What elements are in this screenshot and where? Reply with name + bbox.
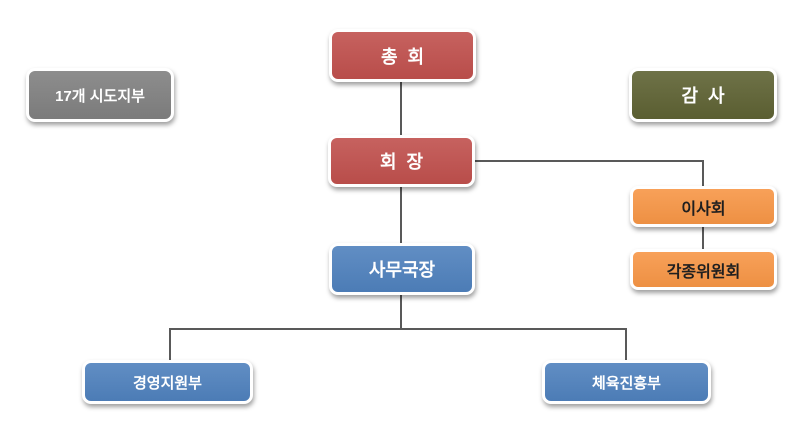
node-president-label: 회 장	[379, 152, 424, 172]
node-board-of-directors: 이사회	[630, 186, 777, 227]
node-president: 회 장	[328, 135, 475, 187]
node-general-assembly-label: 총 회	[380, 46, 425, 67]
node-sido-branches-label: 17개 시도지부	[55, 87, 145, 105]
connector-president-board	[472, 160, 704, 189]
node-various-committees: 각종위원회	[630, 249, 777, 290]
node-management-support-dept-label: 경영지원부	[132, 374, 202, 392]
node-various-committees-label: 각종위원회	[666, 263, 741, 281]
node-sido-branches: 17개 시도지부	[26, 68, 174, 122]
node-auditor: 감 사	[629, 68, 777, 122]
node-secretary-general: 사무국장	[329, 243, 475, 295]
node-board-of-directors-label: 이사회	[681, 200, 726, 218]
node-general-assembly: 총 회	[329, 29, 476, 82]
node-management-support-dept: 경영지원부	[82, 360, 253, 404]
node-sports-promotion-dept-label: 체육진흥부	[591, 374, 661, 392]
connector-departments-bracket	[169, 328, 627, 363]
node-secretary-general-label: 사무국장	[368, 260, 436, 280]
node-sports-promotion-dept: 체육진흥부	[542, 360, 711, 404]
node-auditor-label: 감 사	[681, 86, 725, 106]
